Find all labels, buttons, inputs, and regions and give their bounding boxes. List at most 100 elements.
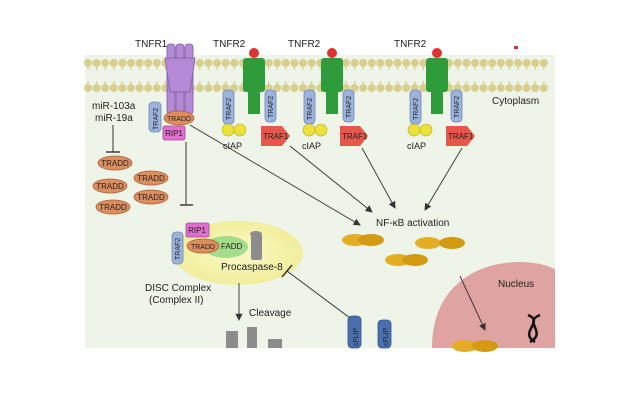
tnfr2c-ciap: [407, 123, 433, 137]
lipid-head: [376, 59, 385, 67]
lipid-head: [471, 59, 479, 67]
tnfr2b-traf1: TRAF1: [340, 126, 368, 146]
tnfr2-receptor-a: [243, 48, 265, 114]
svg-text:TRAF2: TRAF2: [268, 96, 275, 118]
svg-text:TRAF2: TRAF2: [226, 98, 233, 120]
lipid-head: [135, 84, 144, 92]
mirna-label-2: miR-19a: [95, 113, 133, 124]
svg-text:TRADD: TRADD: [191, 244, 215, 251]
cflip-1: cFLIP: [347, 315, 362, 349]
arrow-traf1a-to-nfkb: [289, 145, 373, 213]
tnfr2-label-b: TNFR2: [288, 39, 321, 50]
lipid-head: [127, 84, 135, 92]
lipid-head: [213, 84, 221, 92]
lipid-head: [281, 84, 290, 92]
arrow-tnfr1-to-nfkb: [189, 124, 361, 226]
lipid-head: [367, 59, 376, 67]
lipid-head: [195, 59, 204, 67]
lipid-head: [299, 84, 307, 92]
svg-text:TRADD: TRADD: [167, 116, 191, 123]
svg-text:TRAF2: TRAF2: [413, 98, 420, 120]
lipid-head: [273, 59, 282, 67]
lipid-head: [479, 84, 488, 92]
lipid-head: [522, 84, 531, 92]
lipid-head: [505, 59, 514, 67]
cleaved-caspase: [226, 327, 282, 348]
svg-text:RIP1: RIP1: [165, 129, 183, 138]
lipid-head: [385, 84, 393, 92]
tradd-protein: TRADD: [133, 189, 169, 205]
svg-text:TRADD: TRADD: [99, 203, 127, 212]
svg-text:TRAF1: TRAF1: [263, 132, 289, 141]
nucleus: [432, 262, 555, 348]
tradd-protein: TRADD: [92, 178, 128, 194]
lipid-head: [195, 84, 204, 92]
lipid-head: [419, 59, 428, 67]
lipid-head: [367, 84, 376, 92]
lipid-head: [92, 84, 101, 92]
lipid-head: [496, 84, 505, 92]
lipid-head: [393, 84, 402, 92]
lipid-head: [410, 59, 419, 67]
lipid-head: [522, 59, 531, 67]
lipid-head: [101, 59, 110, 67]
ciap-label-c: cIAP: [407, 141, 426, 151]
svg-text:TRADD: TRADD: [137, 174, 165, 183]
lipid-head: [213, 59, 221, 67]
ligand-mark: [514, 46, 518, 49]
lipid-head: [350, 59, 359, 67]
tnfr1-tradd: TRADD: [163, 110, 195, 126]
lipid-head: [402, 59, 411, 67]
cflip-inhibition-line: [286, 270, 351, 319]
svg-text:TRAF1: TRAF1: [342, 132, 368, 141]
lipid-head: [385, 59, 393, 67]
disc-complex-sublabel: (Complex II): [149, 295, 203, 306]
mirna-label-1: miR-103a: [92, 101, 136, 112]
lipid-head: [514, 84, 522, 92]
tnfr1-traf2: TRAF2: [148, 101, 162, 133]
lipid-head: [290, 84, 299, 92]
fadd-label: FADD: [221, 242, 243, 251]
lipid-head: [488, 59, 497, 67]
cflip-inhibition-bar: [281, 264, 293, 278]
svg-text:TRAF2: TRAF2: [454, 96, 461, 118]
lipid-head: [84, 84, 92, 92]
svg-text:TRADD: TRADD: [96, 182, 124, 191]
tnfr2b-traf2-left: TRAF2: [303, 89, 316, 125]
procaspase-label: Procaspase-8: [221, 262, 283, 273]
svg-text:TRAF1: TRAF1: [448, 132, 474, 141]
lipid-head: [505, 84, 514, 92]
svg-text:RIP1: RIP1: [188, 226, 206, 235]
lipid-head: [402, 84, 411, 92]
lipid-head: [350, 84, 359, 92]
lipid-head: [453, 59, 462, 67]
lipid-head: [273, 84, 282, 92]
lipid-head: [531, 59, 540, 67]
lipid-head: [290, 59, 299, 67]
lipid-head: [393, 59, 402, 67]
lipid-head: [230, 84, 239, 92]
lipid-head: [479, 59, 488, 67]
lipid-head: [342, 59, 350, 67]
tnfr2c-traf2-left: TRAF2: [409, 89, 422, 125]
tnfr2c-traf1: TRAF1: [446, 126, 475, 146]
tradd-protein: TRADD: [133, 170, 169, 186]
tnfr2b-ciap: [302, 123, 328, 137]
lipid-head: [359, 59, 368, 67]
lipid-head: [419, 84, 428, 92]
lipid-head: [230, 59, 239, 67]
lipid-head: [144, 59, 153, 67]
lipid-head: [496, 59, 505, 67]
tnfr2a-traf2-right: TRAF2: [264, 89, 277, 123]
lipid-head: [109, 84, 118, 92]
tnfr2-receptor-c: [426, 48, 448, 114]
tnfr2-receptor-b: [321, 48, 343, 114]
lipid-head: [514, 59, 522, 67]
tnfr1-receptor: [164, 43, 196, 115]
svg-text:cFLIP: cFLIP: [353, 327, 360, 346]
lipid-head: [118, 59, 127, 67]
lipid-head: [144, 84, 153, 92]
cytoplasm-label: Cytoplasm: [492, 96, 539, 107]
lipid-head: [264, 59, 273, 67]
